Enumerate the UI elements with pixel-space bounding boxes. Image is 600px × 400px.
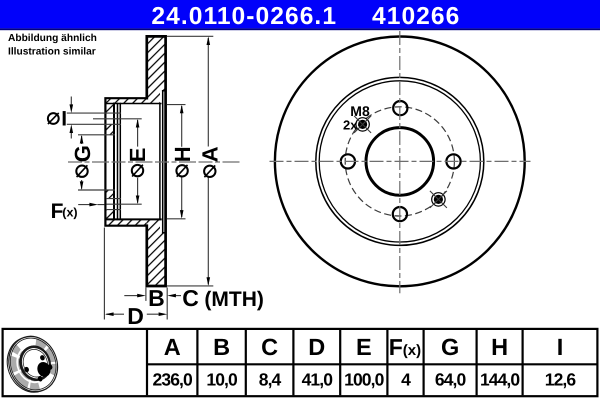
svg-text:144,0: 144,0: [480, 370, 520, 390]
svg-text:M8: M8: [350, 103, 370, 119]
svg-text:G: G: [70, 145, 95, 162]
svg-text:Abbildung ähnlich: Abbildung ähnlich: [8, 33, 97, 44]
svg-text:F: F: [389, 334, 403, 360]
svg-text:E: E: [356, 334, 372, 360]
svg-text:B: B: [213, 334, 230, 360]
svg-text:24.0110-0266.1: 24.0110-0266.1: [151, 3, 337, 30]
svg-text:(x): (x): [403, 342, 421, 359]
svg-text:A: A: [164, 334, 181, 360]
svg-text:C: C: [182, 285, 199, 311]
svg-text:G: G: [441, 334, 459, 360]
svg-text:(MTH): (MTH): [204, 288, 263, 311]
svg-text:I: I: [61, 107, 67, 130]
svg-text:2x: 2x: [343, 117, 358, 132]
svg-text:410266: 410266: [372, 3, 460, 30]
svg-text:D: D: [127, 303, 144, 329]
svg-text:C: C: [261, 334, 278, 360]
svg-text:12,6: 12,6: [545, 370, 577, 390]
svg-text:H: H: [170, 146, 195, 162]
svg-text:(x): (x): [62, 205, 77, 219]
svg-text:I: I: [557, 334, 564, 360]
svg-text:Illustration similar: Illustration similar: [8, 46, 96, 57]
svg-text:41,0: 41,0: [302, 370, 334, 390]
svg-text:64,0: 64,0: [435, 370, 467, 390]
svg-text:8,4: 8,4: [259, 370, 282, 390]
svg-text:236,0: 236,0: [153, 370, 193, 390]
svg-text:B: B: [148, 285, 165, 311]
svg-text:D: D: [308, 334, 325, 360]
svg-text:4: 4: [401, 370, 411, 390]
svg-text:A: A: [197, 146, 222, 162]
svg-text:100,0: 100,0: [344, 370, 384, 390]
svg-text:E: E: [125, 148, 150, 163]
svg-text:F: F: [51, 200, 64, 223]
svg-text:10,0: 10,0: [206, 370, 238, 390]
svg-text:H: H: [491, 334, 508, 360]
